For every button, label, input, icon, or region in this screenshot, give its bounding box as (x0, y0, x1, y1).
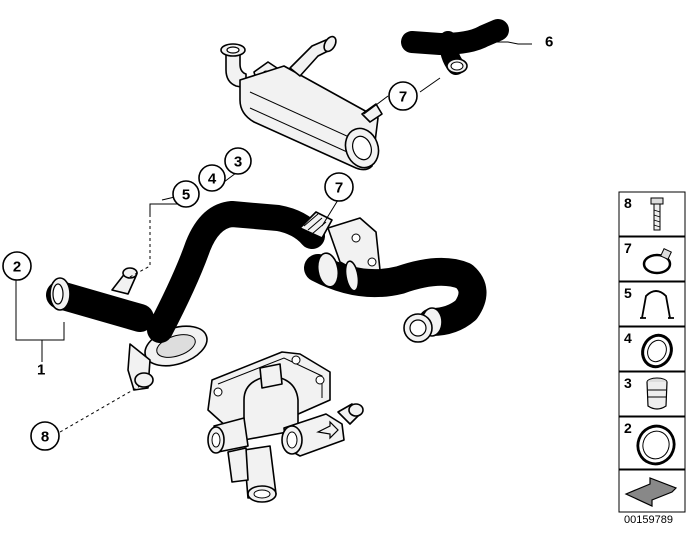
legend-row-4: 4 (618, 326, 686, 372)
legend-row-2: 2 (618, 416, 686, 470)
legend-row-5: 5 (618, 281, 686, 327)
callout-label: 7 (399, 89, 407, 106)
reference-code: 00159789 (624, 514, 673, 526)
legend-number: 8 (624, 195, 632, 211)
callout-8: 8 (30, 421, 60, 451)
legend-row-8: 8 (618, 191, 686, 237)
callout-2: 2 (2, 251, 32, 281)
callout-label: 7 (335, 180, 343, 197)
legend-row-3: 3 (618, 371, 686, 417)
legend-number: 3 (624, 375, 632, 391)
bolt-icon (650, 197, 664, 231)
legend-number: 7 (624, 240, 632, 256)
plug-icon (646, 377, 668, 410)
callout-7-mid: 7 (324, 172, 354, 202)
callout-label: 2 (13, 259, 21, 276)
legend-arrow-row (618, 469, 686, 513)
callout-label: 1 (37, 362, 45, 379)
callout-label: 8 (41, 429, 49, 446)
callout-5: 5 (172, 180, 200, 208)
direction-arrow-icon (624, 477, 678, 507)
callout-label: 5 (182, 187, 190, 204)
o-ring-icon (641, 333, 673, 369)
hose-clamp-icon (642, 248, 672, 275)
legend-row-7: 7 (618, 236, 686, 282)
callout-3: 3 (224, 147, 252, 175)
callout-label: 3 (234, 154, 242, 171)
parts-legend: 8 7 5 4 (618, 191, 686, 526)
spring-clip-icon (640, 290, 674, 319)
seal-ring-icon (636, 424, 676, 466)
coolant-hose-6 (401, 19, 509, 75)
leader-lines (15, 41, 532, 433)
legend-number: 2 (624, 420, 632, 436)
callout-1: 1 (37, 362, 45, 379)
callout-7-top: 7 (388, 81, 418, 111)
callout-label: 6 (545, 34, 553, 51)
callout-4: 4 (198, 164, 226, 192)
legend-number: 5 (624, 285, 632, 301)
callout-6: 6 (545, 34, 553, 51)
thermostat-housing (207, 351, 364, 503)
callout-label: 4 (208, 171, 217, 188)
egr-cooler-part (220, 35, 383, 171)
coolant-pipe-assembly (46, 201, 487, 391)
legend-number: 4 (624, 330, 632, 346)
